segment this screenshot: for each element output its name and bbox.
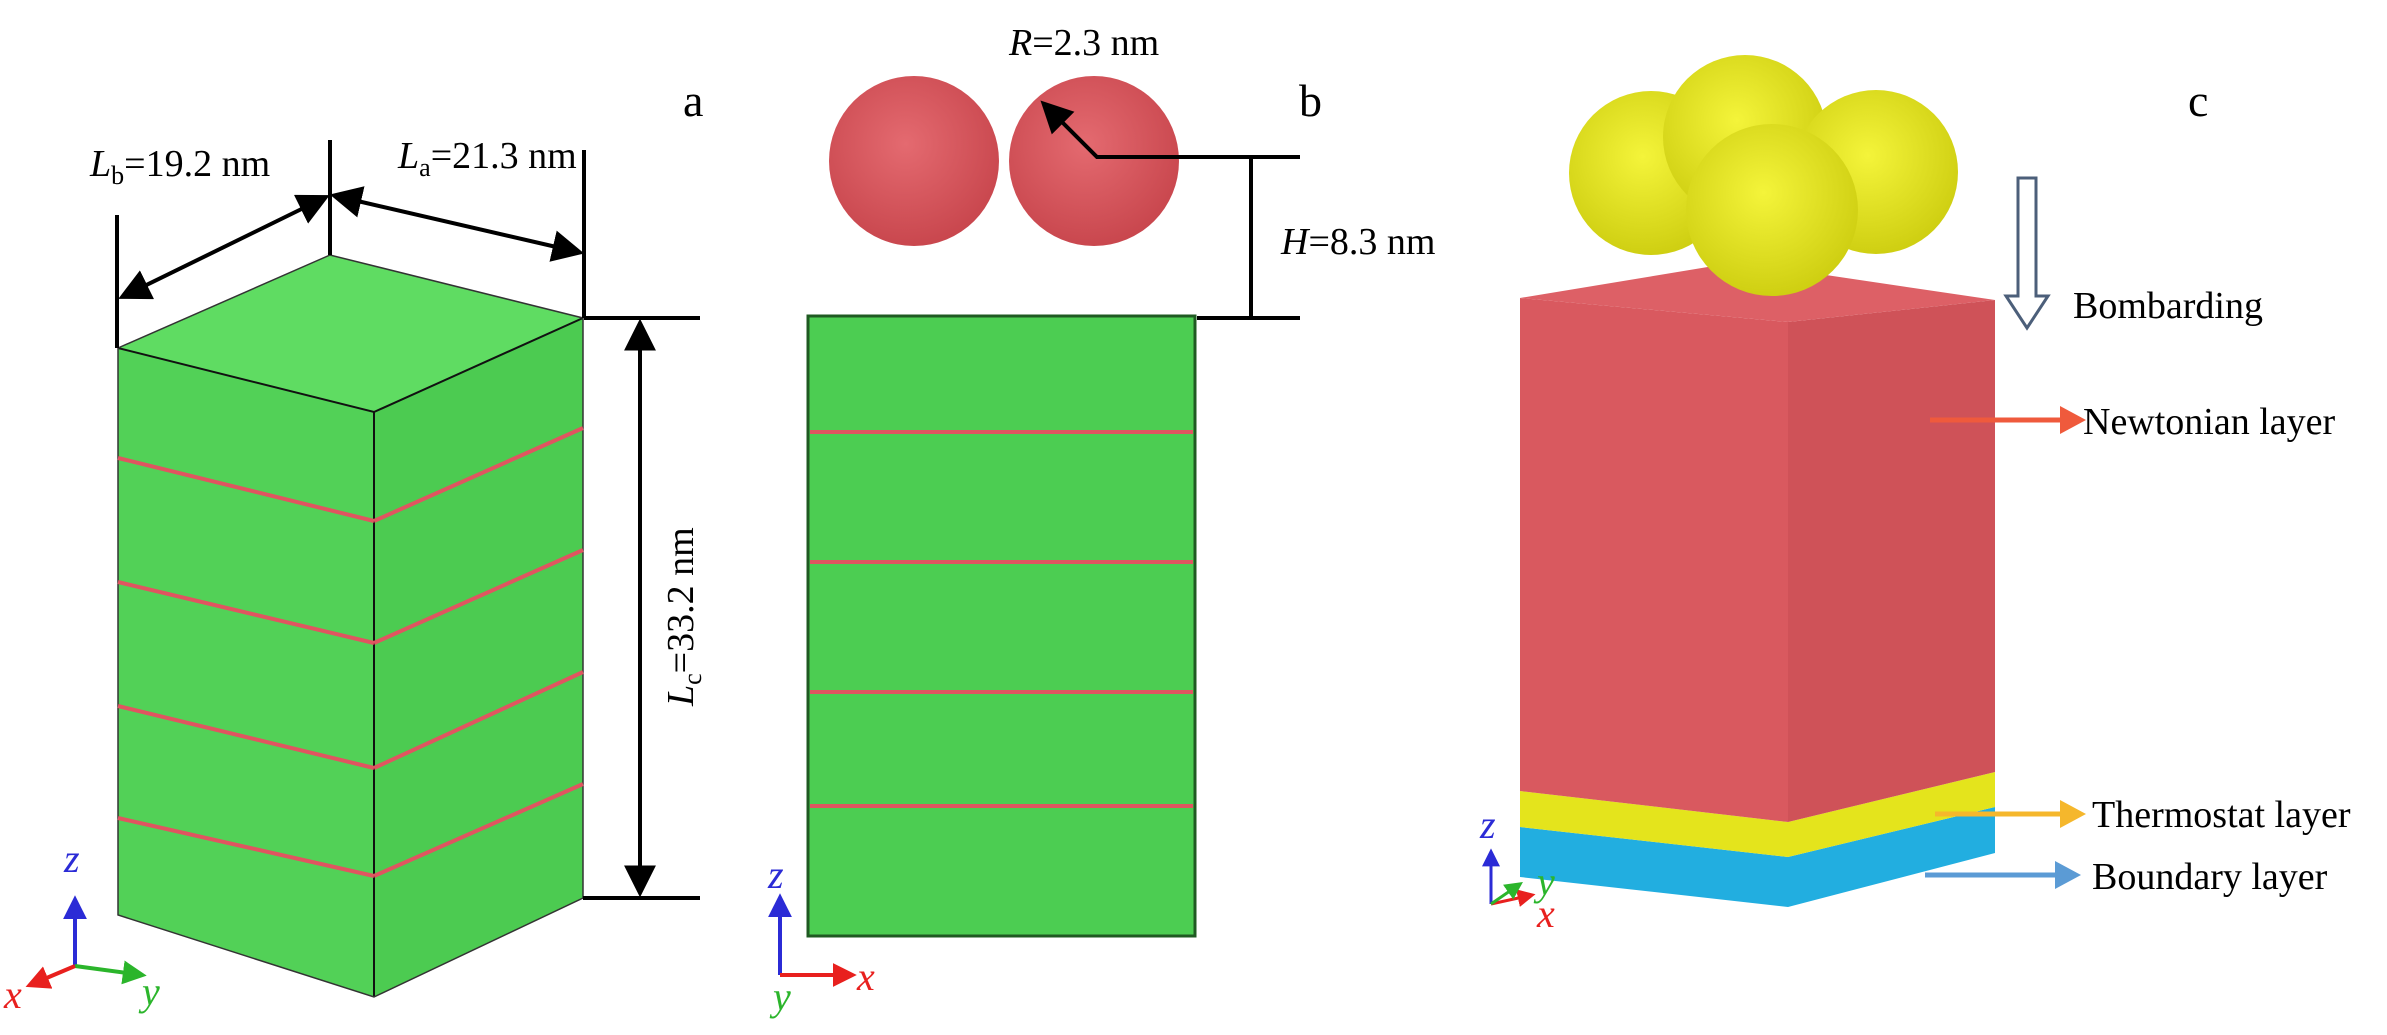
axis-y-label-a: y — [138, 969, 160, 1014]
panel-label-b: b — [1299, 75, 1322, 126]
dim-lc-label: Lc=33.2 nm — [660, 527, 707, 707]
panel-c: Bombarding Newtonian layer Thermostat la… — [1479, 55, 2351, 936]
newtonian-right-face — [1788, 300, 1995, 822]
label-newtonian: Newtonian layer — [2083, 401, 2336, 443]
substrate-right-face — [374, 318, 583, 997]
axis-z-label-a: z — [63, 836, 80, 881]
axis-y-label-b: y — [769, 974, 791, 1019]
axes-triad-c: z y x — [1479, 802, 1555, 936]
label-bombarding: Bombarding — [2073, 285, 2263, 327]
label-thermostat: Thermostat layer — [2092, 794, 2351, 836]
axes-triad-b: z x y — [767, 852, 875, 1019]
axis-x-label-a: x — [3, 972, 22, 1017]
radius-label: R=2.3 nm — [1008, 22, 1159, 64]
height-label: H=8.3 nm — [1280, 221, 1435, 263]
particle-left — [829, 76, 999, 246]
panel-label-a: a — [683, 75, 703, 126]
newtonian-left-face — [1520, 298, 1788, 822]
axis-z-label-c: z — [1479, 802, 1496, 847]
axes-triad-a: z y x — [3, 836, 160, 1017]
panel-b: R=2.3 nm H=8.3 nm b z x y — [767, 22, 1435, 1019]
substrate-left-face — [118, 348, 374, 997]
dim-lb-label: Lb=19.2 nm — [89, 143, 270, 190]
substrate-front-face — [806, 314, 1197, 938]
axis-x-label-b: x — [856, 954, 875, 999]
grain-boundaries-b — [810, 430, 1193, 808]
panel-label-c: c — [2188, 75, 2208, 126]
boundary-layer — [1520, 807, 1995, 907]
particle-right — [1009, 76, 1179, 246]
axis-z-label-b: z — [767, 852, 784, 897]
grain-boundaries-a — [117, 426, 584, 878]
label-boundary: Boundary layer — [2092, 856, 2328, 898]
thermostat-layer — [1520, 772, 1995, 857]
bombarding-arrow — [2003, 176, 2051, 331]
axis-x-label-c: x — [1536, 891, 1555, 936]
substrate-top-face — [118, 255, 583, 412]
panel-a: Lb=19.2 nm La=21.3 nm Lc=33.2 nm a z y x — [3, 75, 707, 1017]
axis-y-label-c: y — [1533, 859, 1555, 904]
bombarding-particles — [1569, 55, 1958, 296]
dim-la-label: La=21.3 nm — [397, 135, 577, 182]
